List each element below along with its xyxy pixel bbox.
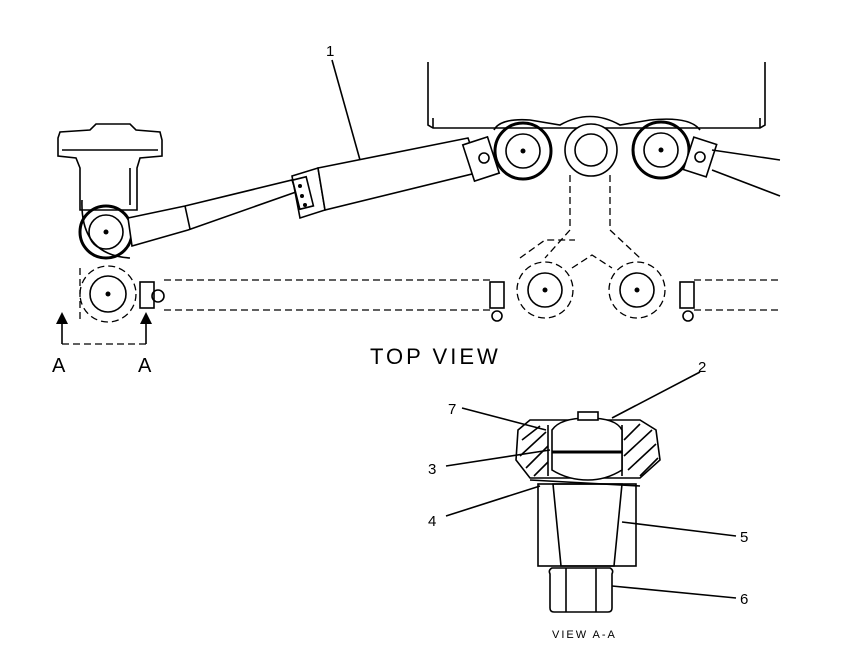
leader-3 [445, 449, 551, 467]
callout-3: 3 [428, 461, 436, 478]
steering-arm-bracket [57, 123, 163, 211]
leader-4 [445, 485, 541, 517]
leader-6 [611, 585, 737, 599]
callout-4: 4 [428, 513, 436, 530]
section-marker-left: A [52, 355, 66, 377]
callout-7: 7 [448, 401, 456, 418]
callout-6: 6 [740, 591, 748, 608]
section-marker-right: A [138, 355, 152, 377]
top-view-drawing [56, 59, 781, 345]
section-line-a-a [56, 312, 152, 345]
callout-1: 1 [326, 43, 334, 60]
leader-7 [461, 407, 547, 431]
leader-1 [331, 59, 361, 161]
frame-housing [427, 62, 766, 129]
section-view-title: VIEW A-A [552, 629, 617, 641]
leader-5 [621, 521, 737, 537]
top-view-title: TOP VIEW [370, 344, 501, 369]
callout-2: 2 [698, 359, 706, 376]
section-view-drawing [445, 371, 737, 613]
drag-link-clamp [461, 135, 501, 183]
tie-rod-hidden [79, 254, 780, 323]
upper-pivot-cluster [493, 115, 781, 197]
drag-link-tube [127, 137, 482, 248]
callout-5: 5 [740, 529, 748, 546]
center-support-hidden [519, 175, 641, 259]
leader-2 [611, 371, 701, 419]
